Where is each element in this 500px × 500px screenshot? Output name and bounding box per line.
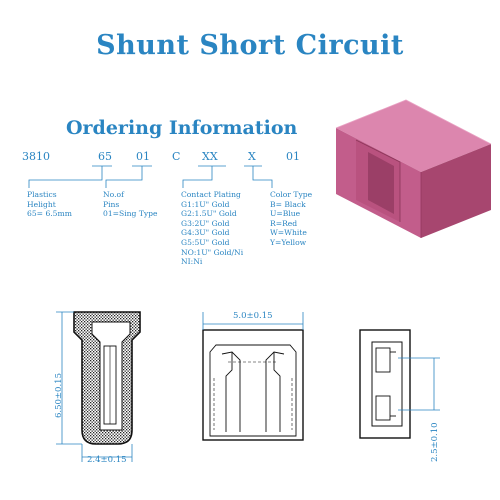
option-group-contact-plating: Contact Plating G1:1U" Gold G2:1.5U" Gol… [181,190,244,267]
leader-plating [182,165,226,188]
side-section-view [56,311,141,462]
code-part-base: 3810 [22,150,50,163]
code-part-color: X [248,150,256,163]
dim-length-label: 5.0±0.15 [233,311,273,321]
dim-pitch-label: 2.5±0.10 [430,422,440,462]
code-part-height: 65 [98,150,112,163]
code-part-suffix: 01 [286,150,300,163]
front-view [202,312,304,441]
dim-height-label: 6.50±0.15 [54,373,64,418]
code-part-plating: XX [202,150,218,163]
shunt-block [335,99,492,238]
dim-width-label: 2.4±0.15 [87,455,127,465]
top-view [359,329,440,439]
leader-pins [105,165,152,188]
code-part-type: C [172,150,181,163]
ordering-heading: Ordering Information [66,117,298,139]
page-title: Shunt Short Circuit [96,30,404,61]
option-group-pins: No.of Pins 01=Sing Type [103,190,158,219]
option-group-color-type: Color Type B= Black U=Blue R=Red W=White… [270,190,313,247]
leader-plastics [28,165,112,188]
leader-color [244,165,273,188]
option-group-plastics: Plastics Helight 65= 6.5mm [27,190,72,219]
code-part-pins: 01 [136,150,150,163]
